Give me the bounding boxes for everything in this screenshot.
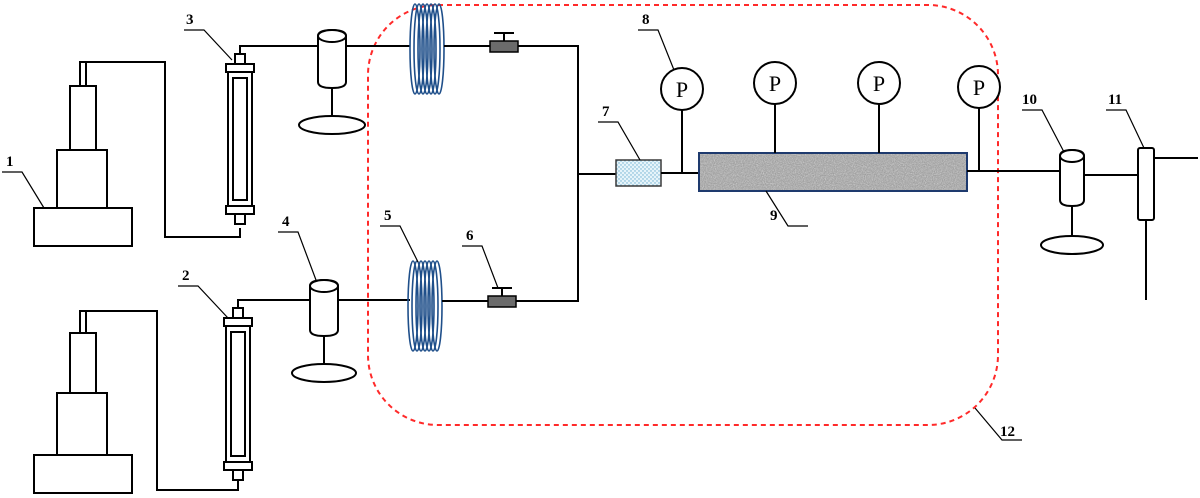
cylinder-2 <box>223 307 253 481</box>
leader-5 <box>380 225 419 263</box>
leader-2 <box>178 285 229 319</box>
gauge-label: P <box>873 71 885 96</box>
coil-5 <box>407 260 443 352</box>
label-1: 1 <box>6 154 14 170</box>
collector-10 <box>1040 148 1104 255</box>
label-8: 8 <box>642 12 650 28</box>
label-12: 12 <box>1000 424 1015 440</box>
gauge-label: P <box>676 77 688 102</box>
leader-10 <box>1022 109 1065 153</box>
label-6: 6 <box>466 228 474 244</box>
label-7: 7 <box>602 104 610 120</box>
leader-4 <box>278 231 317 281</box>
leader-12 <box>974 407 1022 441</box>
collector-upper <box>298 28 366 135</box>
coil-upper <box>409 3 445 95</box>
leader-9 <box>765 190 808 227</box>
label-4: 4 <box>282 214 290 230</box>
filter-7 <box>615 159 662 187</box>
leader-3 <box>184 29 233 61</box>
leader-8 <box>638 29 675 71</box>
leader-7 <box>598 121 641 161</box>
label-10: 10 <box>1022 92 1037 108</box>
label-11: 11 <box>1108 92 1122 108</box>
pump-1 <box>33 61 133 247</box>
leader-11 <box>1106 109 1145 149</box>
line-cylinder2-flask <box>237 299 310 308</box>
dashed-boundary-12 <box>367 4 999 426</box>
leader-1 <box>2 171 45 209</box>
collector-4 <box>291 278 357 383</box>
flow-meter-11 <box>1137 147 1198 300</box>
valve-upper <box>489 32 519 53</box>
label-2: 2 <box>182 268 190 284</box>
pressure-gauge-3: P <box>857 61 901 153</box>
label-9: 9 <box>770 208 778 224</box>
pressure-gauge-4: P <box>957 65 1001 171</box>
leader-6 <box>462 245 499 289</box>
pressure-gauge-8: P <box>660 67 704 173</box>
pump-2 <box>33 310 133 494</box>
line-valve-junction-lower <box>516 174 579 302</box>
line-cylinder3-flask <box>239 45 318 54</box>
valve-6 <box>487 287 517 308</box>
gauge-label: P <box>973 75 985 100</box>
line-pump1-cylinder3 <box>83 61 241 238</box>
line-pump2-cylinder2 <box>83 310 239 491</box>
label-3: 3 <box>186 12 194 28</box>
label-5: 5 <box>384 208 392 224</box>
gauge-label: P <box>769 71 781 96</box>
line-valve-junction-upper <box>518 45 579 174</box>
pressure-gauge-2: P <box>753 61 797 153</box>
core-holder-9 <box>698 152 968 192</box>
cylinder-3 <box>225 53 255 225</box>
